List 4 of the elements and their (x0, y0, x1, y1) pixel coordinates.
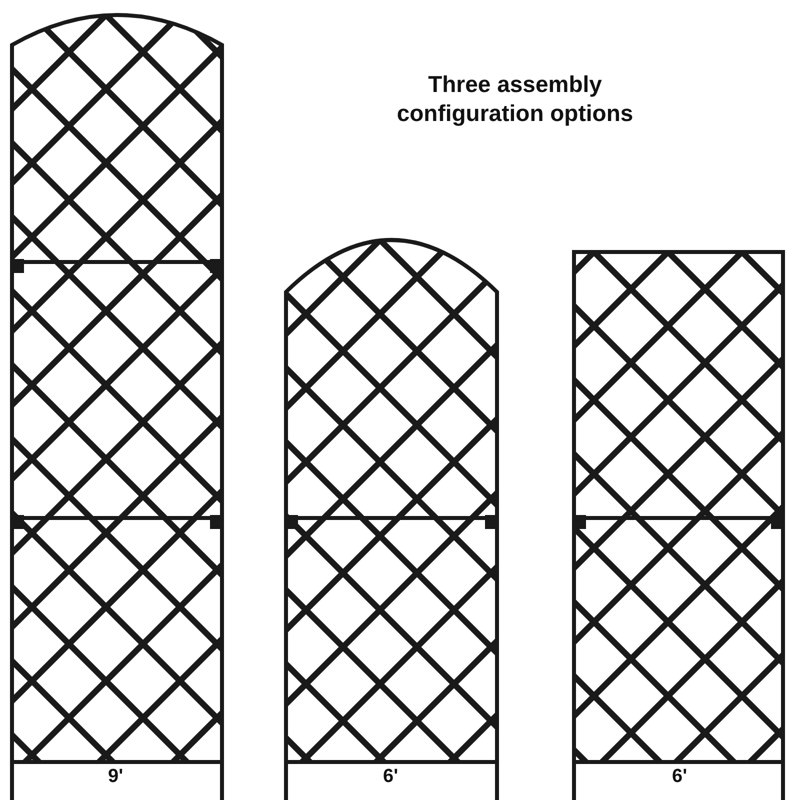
height-label: 9' (108, 766, 124, 788)
heading: Three assembly configuration options (396, 70, 634, 128)
height-label: 6' (383, 766, 398, 788)
height-label: 6' (672, 766, 688, 788)
